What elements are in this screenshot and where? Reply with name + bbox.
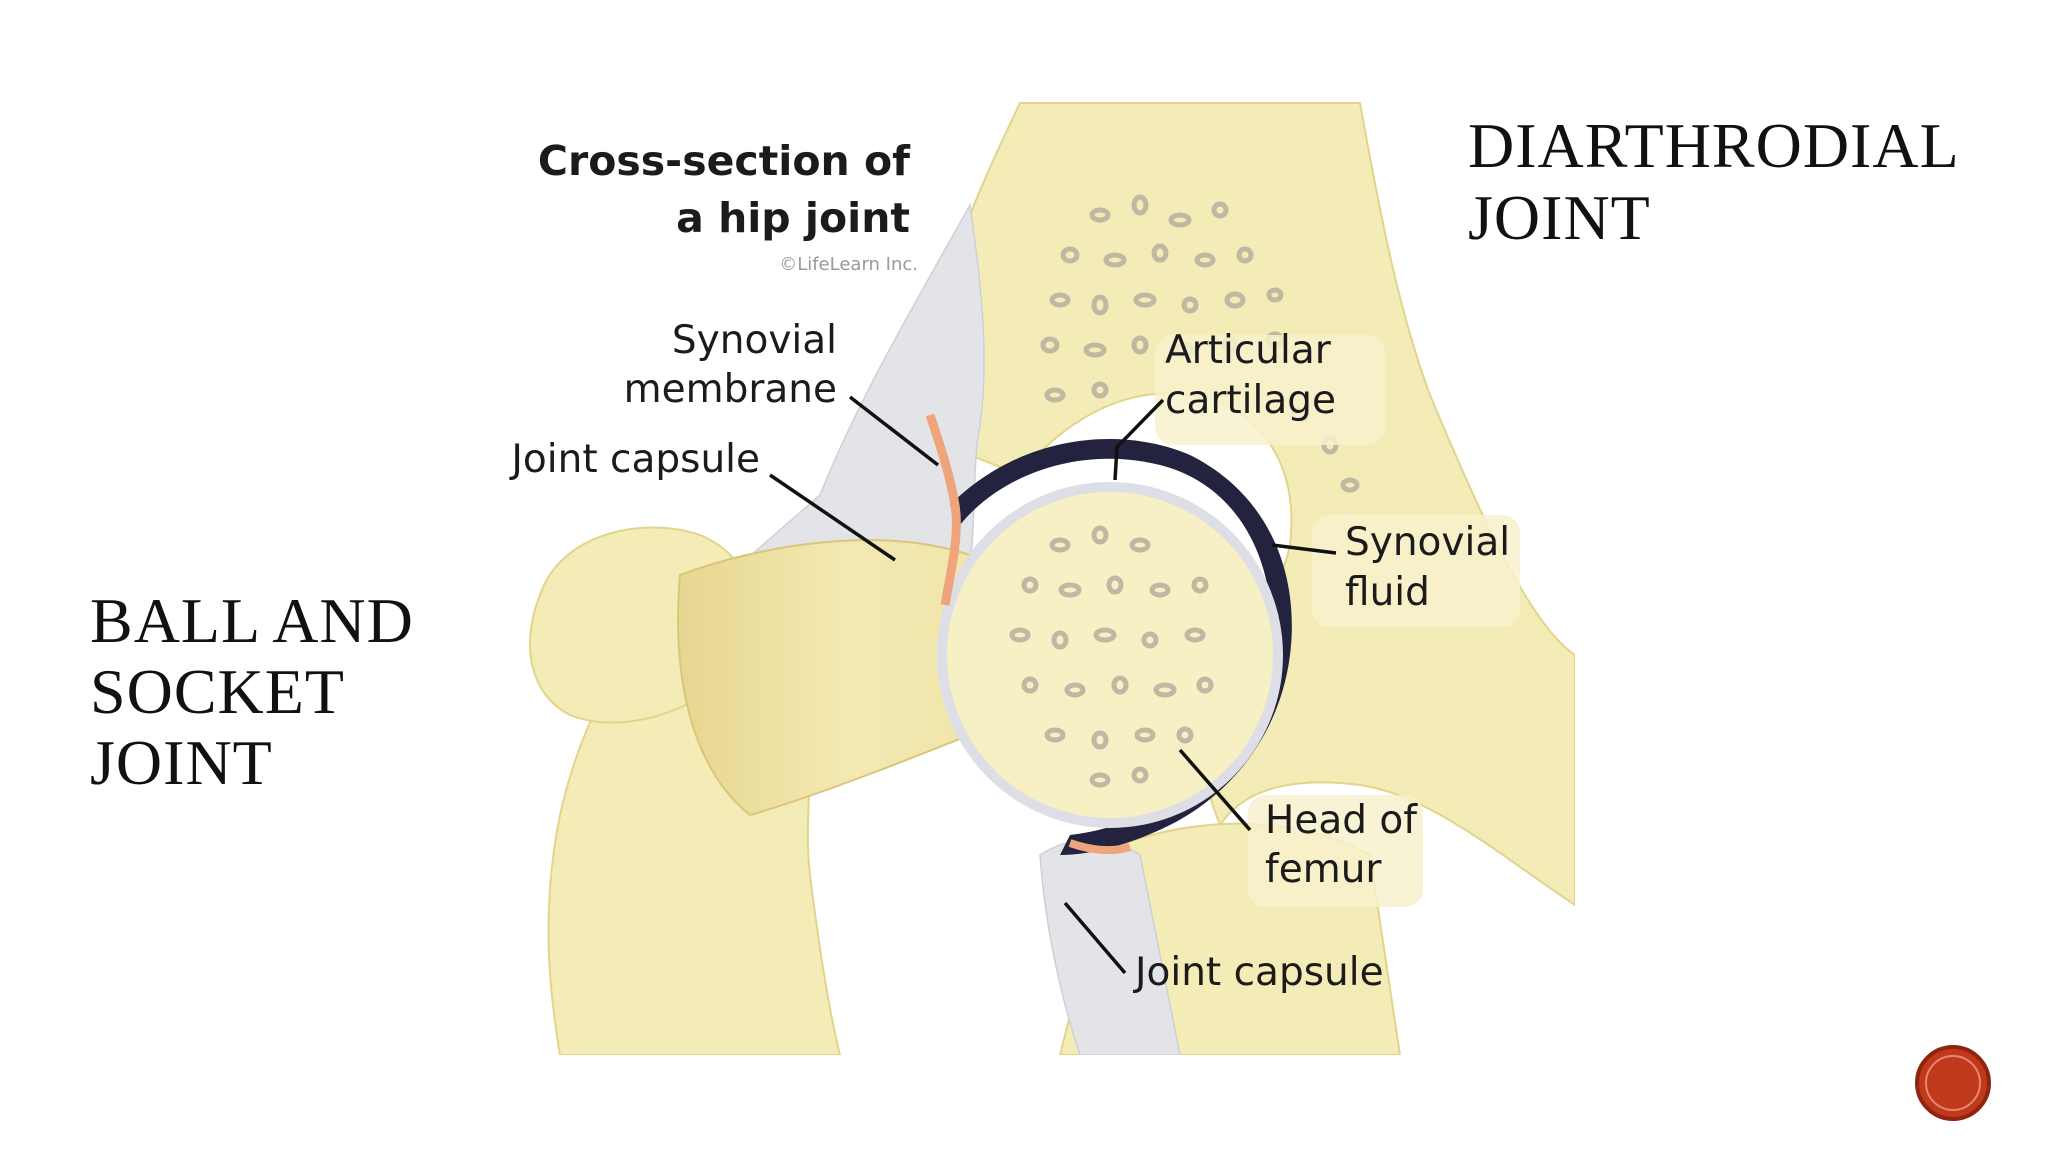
diagram-credit: ©LifeLearn Inc.	[779, 254, 918, 275]
slide-title-line: JOINT	[1468, 182, 1651, 253]
diagram-heading-line: Cross-section of	[538, 137, 911, 185]
slide-subtitle: BALL AND SOCKET JOINT	[90, 585, 414, 798]
label-joint-capsule-lower: Joint capsule	[1132, 950, 1384, 995]
label-articular-cartilage-line: cartilage	[1165, 378, 1336, 423]
slide-title: DIARTHRODIAL JOINT	[1468, 110, 1960, 254]
spongy-bone-femoral-head	[1009, 525, 1214, 788]
synovial-membrane-lower	[1068, 839, 1132, 855]
label-articular-cartilage-line: Articular	[1165, 328, 1332, 373]
leader-joint-capsule-upper	[769, 473, 896, 562]
hip-joint-illustration: Cross-section of a hip joint ©LifeLearn …	[508, 102, 1575, 1055]
label-synovial-membrane-line: Synovial	[672, 318, 837, 363]
diagram-heading-line: a hip joint	[676, 194, 910, 242]
leader-synovial-fluid	[1271, 543, 1337, 555]
leader-synovial-membrane	[848, 395, 940, 467]
label-head-of-femur-line: femur	[1265, 847, 1382, 892]
next-slide-icon	[1925, 1055, 1981, 1111]
slide-subtitle-line: BALL AND	[90, 585, 414, 656]
hip-joint-diagram: Cross-section of a hip joint ©LifeLearn …	[500, 95, 1575, 1055]
articular-cartilage-acetabulum	[950, 439, 1292, 855]
femoral-neck	[677, 539, 1022, 817]
slide-subtitle-line: SOCKET	[90, 656, 345, 727]
label-backing	[1312, 515, 1520, 627]
label-synovial-membrane-line: membrane	[624, 367, 837, 412]
femoral-head	[937, 482, 1283, 828]
label-backing	[1155, 335, 1385, 445]
label-head-of-femur-line: Head of	[1265, 798, 1418, 843]
label-synovial-fluid-line: Synovial	[1345, 520, 1510, 565]
synovial-membrane	[925, 413, 961, 606]
next-slide-button[interactable]	[1915, 1045, 1991, 1121]
leader-articular-cartilage	[1113, 398, 1165, 481]
slide-subtitle-line: JOINT	[90, 727, 273, 798]
label-backing	[1248, 795, 1423, 907]
leader-head-of-femur	[1178, 748, 1252, 832]
leader-joint-capsule-lower	[1063, 901, 1127, 975]
label-joint-capsule-upper: Joint capsule	[508, 437, 760, 482]
slide-title-line: DIARTHRODIAL	[1468, 110, 1960, 181]
label-synovial-fluid-line: fluid	[1345, 570, 1430, 615]
